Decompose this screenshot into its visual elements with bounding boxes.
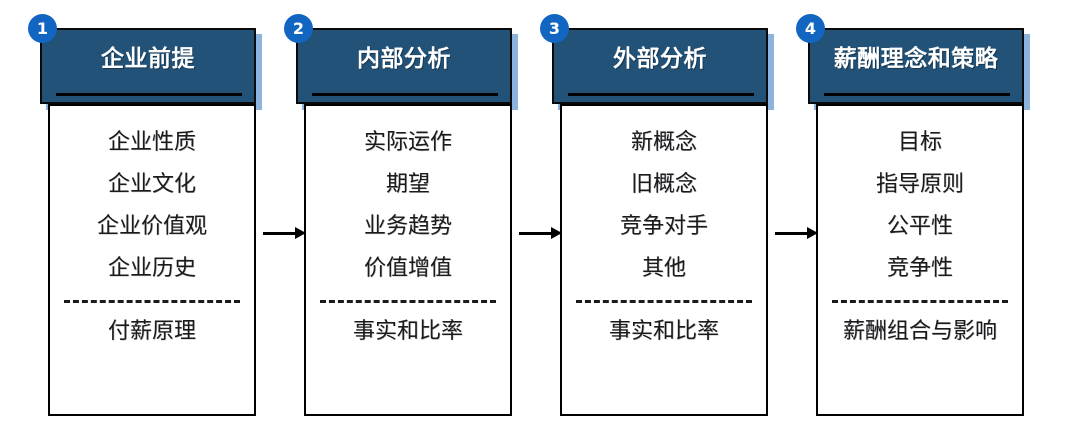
flow-column-1[interactable]: 1 企业前提 企业性质 企业文化 企业价值观 企业历史 付薪原理 [28,14,262,416]
column-items-4: 目标 指导原则 公平性 竞争性 薪酬组合与影响 [818,122,1022,355]
flow-column-2[interactable]: 2 内部分析 实际运作 期望 业务趋势 价值增值 事实和比率 [284,14,518,416]
column-title-1: 企业前提 [101,46,195,72]
header-underline-2 [312,93,498,96]
arrow-head [551,227,562,239]
arrow-right-icon [263,226,307,240]
list-item: 旧概念 [630,172,697,197]
step-badge-4: 4 [796,14,825,43]
arrow-shaft [519,232,555,235]
list-item: 企业性质 [107,130,196,155]
dashed-divider-3 [576,300,752,303]
step-badge-3: 3 [540,14,569,43]
list-item: 企业历史 [107,256,196,281]
header-plate-3: 外部分析 [552,28,768,104]
column-title-4: 薪酬理念和策略 [833,46,999,72]
column-header-2: 内部分析 [296,28,518,110]
column-title-2: 内部分析 [357,46,451,72]
list-item: 实际运作 [363,130,452,155]
column-items-2: 实际运作 期望 业务趋势 价值增值 事实和比率 [306,122,510,355]
column-header-3: 外部分析 [552,28,774,110]
header-plate-1: 企业前提 [40,28,256,104]
flow-column-3[interactable]: 3 外部分析 新概念 旧概念 竞争对手 其他 事实和比率 [540,14,774,416]
list-item: 竞争性 [886,256,953,281]
list-item: 指导原则 [875,172,964,197]
column-header-1: 企业前提 [40,28,262,110]
list-item: 企业价值观 [96,214,207,239]
column-header-4: 薪酬理念和策略 [808,28,1030,110]
column-body-1: 企业性质 企业文化 企业价值观 企业历史 付薪原理 [48,104,256,416]
step-badge-1: 1 [28,14,57,43]
list-item: 期望 [385,172,430,197]
dashed-divider-4 [832,300,1008,303]
column-items-1: 企业性质 企业文化 企业价值观 企业历史 付薪原理 [50,122,254,355]
list-item: 其他 [641,256,686,281]
column-footer-3: 事实和比率 [608,319,719,344]
list-item: 目标 [897,130,942,155]
flow-column-4[interactable]: 4 薪酬理念和策略 目标 指导原则 公平性 竞争性 薪酬组合与影响 [796,14,1030,416]
arrow-head [807,227,818,239]
column-items-3: 新概念 旧概念 竞争对手 其他 事实和比率 [562,122,766,355]
list-item: 竞争对手 [619,214,708,239]
list-item: 企业文化 [107,172,196,197]
header-underline-3 [568,93,754,96]
column-body-3: 新概念 旧概念 竞争对手 其他 事实和比率 [560,104,768,416]
dashed-divider-2 [320,300,496,303]
header-plate-2: 内部分析 [296,28,512,104]
dashed-divider-1 [64,300,240,303]
header-underline-1 [56,93,242,96]
column-footer-1: 付薪原理 [107,319,196,344]
step-badge-2: 2 [284,14,313,43]
list-item: 新概念 [630,130,697,155]
column-footer-2: 事实和比率 [352,319,463,344]
arrow-right-icon [775,226,819,240]
column-body-4: 目标 指导原则 公平性 竞争性 薪酬组合与影响 [816,104,1024,416]
column-body-2: 实际运作 期望 业务趋势 价值增值 事实和比率 [304,104,512,416]
arrow-shaft [263,232,299,235]
header-underline-4 [824,93,1010,96]
column-footer-4: 薪酬组合与影响 [842,319,997,344]
arrow-head [295,227,306,239]
list-item: 业务趋势 [363,214,452,239]
list-item: 公平性 [886,214,953,239]
header-plate-4: 薪酬理念和策略 [808,28,1024,104]
list-item: 价值增值 [363,256,452,281]
arrow-shaft [775,232,811,235]
arrow-right-icon [519,226,563,240]
column-title-3: 外部分析 [613,46,707,72]
